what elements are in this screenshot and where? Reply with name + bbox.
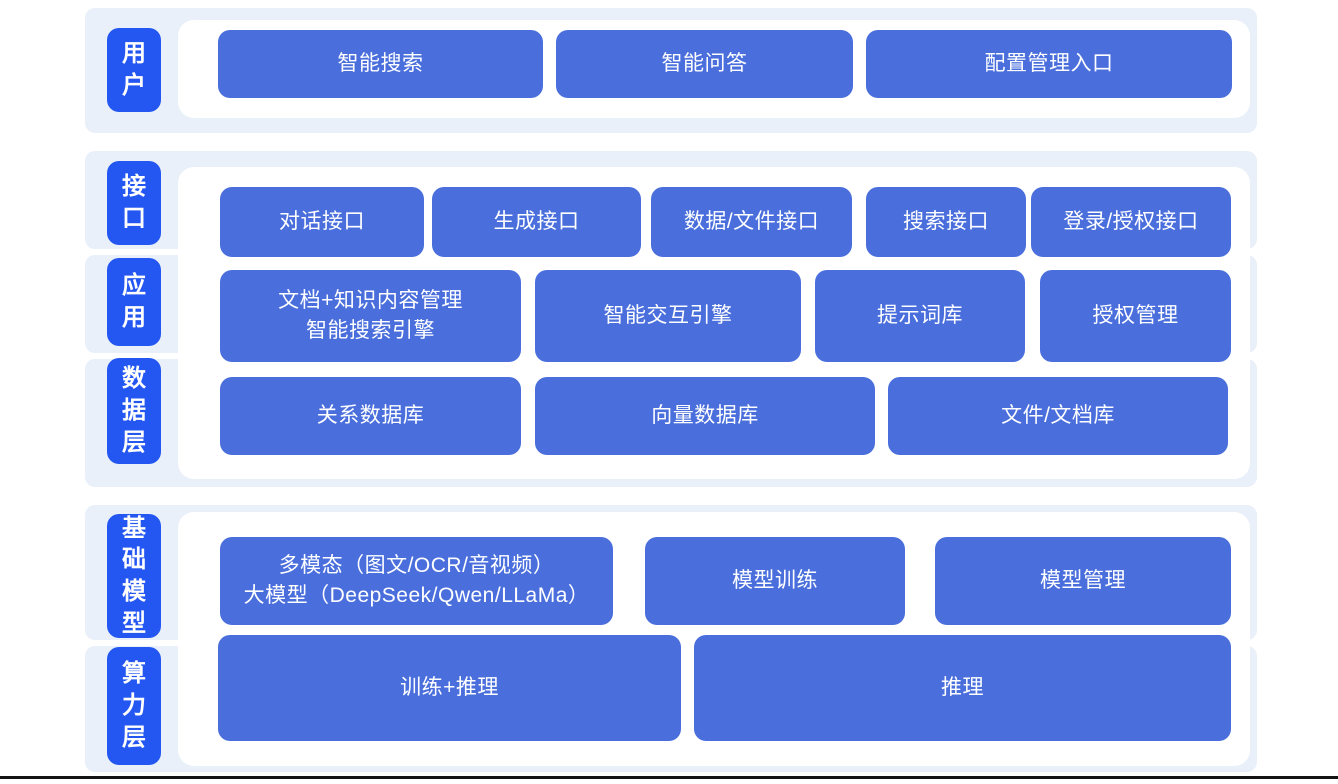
box-inference: 推理 (694, 635, 1231, 741)
tag-compute-label: 算力层 (122, 660, 146, 751)
box-interactive-engine-label: 智能交互引擎 (603, 303, 733, 327)
box-smart-qa-label: 智能问答 (661, 51, 748, 75)
tag-data-layer: 数据层 (107, 358, 161, 464)
tag-application-layer: 应用 (107, 258, 161, 346)
box-prompt-library: 提示词库 (815, 270, 1025, 362)
box-smart-search-label: 智能搜索 (337, 51, 424, 75)
box-model-training-label: 模型训练 (732, 568, 818, 592)
tag-data-label: 数据层 (122, 365, 146, 456)
tag-user-layer: 用户 (107, 28, 161, 112)
box-vector-db: 向量数据库 (535, 377, 875, 455)
tag-application-label: 应用 (122, 272, 146, 331)
box-search-api: 搜索接口 (866, 187, 1026, 257)
box-smart-qa: 智能问答 (556, 30, 853, 98)
box-login-auth-api: 登录/授权接口 (1031, 187, 1231, 257)
box-config-entry: 配置管理入口 (866, 30, 1232, 98)
box-file-doc-store: 文件/文档库 (888, 377, 1228, 455)
box-interactive-engine: 智能交互引擎 (535, 270, 801, 362)
box-auth-management: 授权管理 (1040, 270, 1231, 362)
box-prompt-library-label: 提示词库 (877, 303, 963, 327)
tag-user-label: 用户 (122, 40, 146, 99)
box-generation-api-label: 生成接口 (493, 209, 580, 233)
box-training-inference-label: 训练+推理 (400, 675, 499, 699)
box-model-training: 模型训练 (645, 537, 905, 625)
box-multimodal-llm: 多模态（图文/OCR/音视频） 大模型（DeepSeek/Qwen/LLaMa） (220, 537, 613, 625)
box-search-api-label: 搜索接口 (903, 209, 989, 233)
tag-compute-layer: 算力层 (107, 647, 161, 765)
box-model-management: 模型管理 (935, 537, 1231, 625)
box-doc-knowledge-line1: 文档+知识内容管理 (278, 288, 463, 312)
box-data-file-api-label: 数据/文件接口 (683, 209, 820, 233)
box-multimodal-llm-line1: 多模态（图文/OCR/音视频） (278, 553, 555, 577)
box-smart-search: 智能搜索 (218, 30, 543, 98)
box-doc-knowledge-search-engine: 文档+知识内容管理 智能搜索引擎 (220, 270, 521, 362)
box-multimodal-llm-line2: 大模型（DeepSeek/Qwen/LLaMa） (243, 584, 590, 607)
bottom-rule (0, 776, 1338, 779)
tag-foundation-layer: 基础模型 (107, 514, 161, 638)
box-inference-label: 推理 (941, 675, 984, 699)
box-generation-api: 生成接口 (432, 187, 641, 257)
tag-foundation-label: 基础模型 (122, 514, 146, 637)
box-doc-knowledge-line2: 智能搜索引擎 (306, 319, 435, 342)
box-file-doc-store-label: 文件/文档库 (1001, 403, 1115, 427)
tag-interface-layer: 接口 (107, 161, 161, 245)
box-auth-management-label: 授权管理 (1092, 303, 1179, 327)
box-login-auth-api-label: 登录/授权接口 (1063, 209, 1199, 233)
box-relational-db-label: 关系数据库 (316, 403, 425, 427)
box-relational-db: 关系数据库 (220, 377, 521, 455)
box-model-management-label: 模型管理 (1040, 568, 1126, 592)
box-config-entry-label: 配置管理入口 (984, 51, 1114, 75)
box-data-file-api: 数据/文件接口 (651, 187, 852, 257)
tag-interface-label: 接口 (122, 173, 146, 232)
box-dialog-api-label: 对话接口 (279, 209, 365, 233)
box-dialog-api: 对话接口 (220, 187, 424, 257)
box-vector-db-label: 向量数据库 (651, 403, 759, 427)
box-training-inference: 训练+推理 (218, 635, 681, 741)
